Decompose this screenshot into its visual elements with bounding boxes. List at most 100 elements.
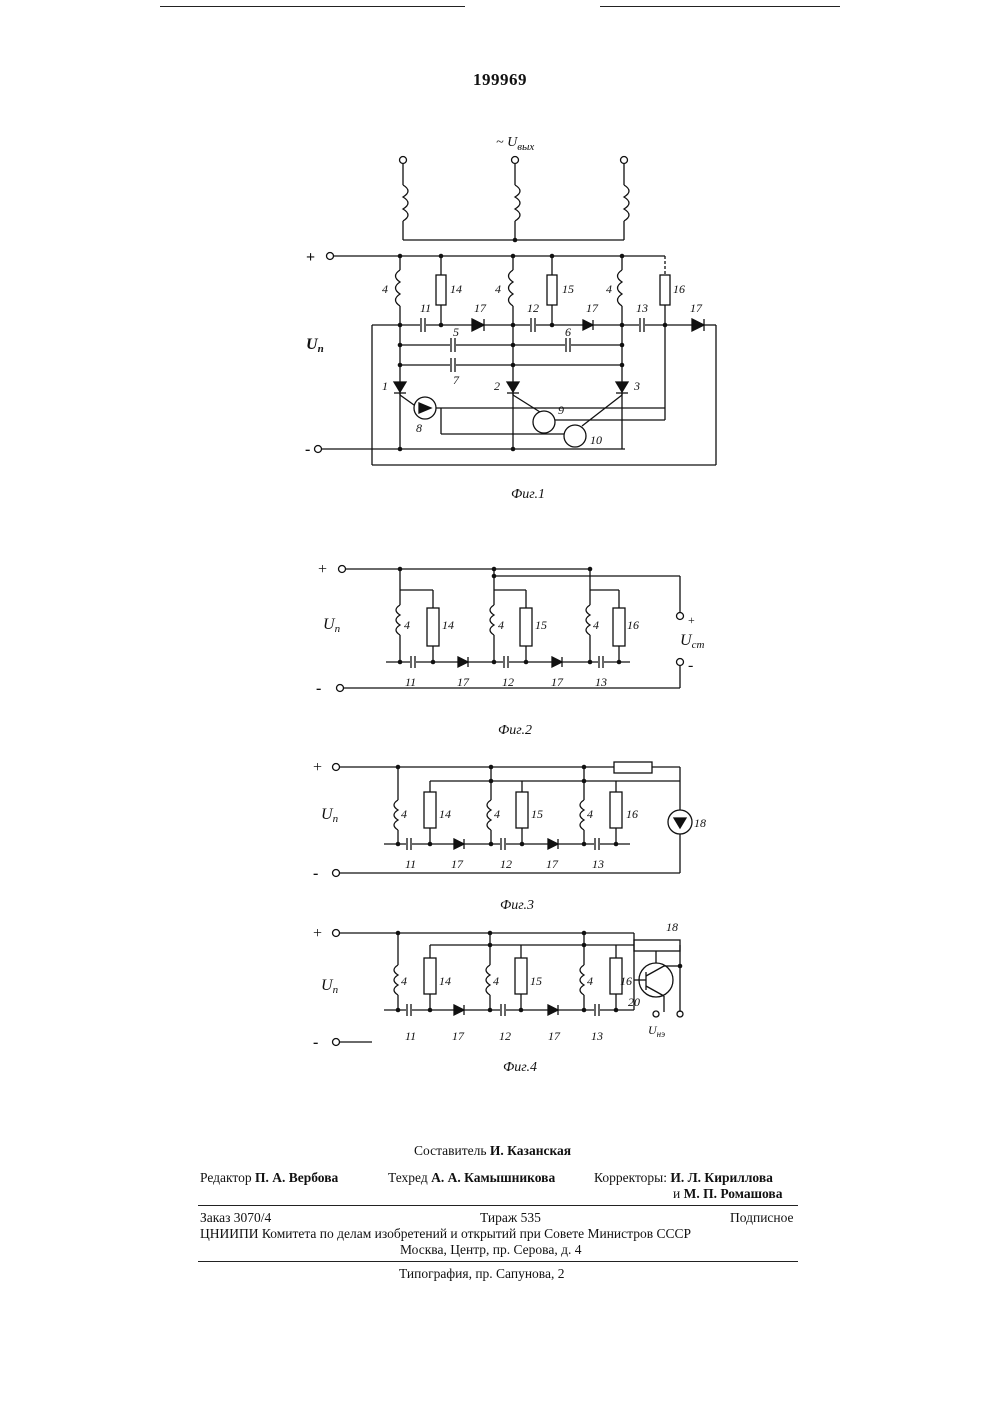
figure-2-schematic: + - + - Uп Uст 4 14 4 15 4 16 11 17 12 1… (316, 561, 704, 738)
fig3-label: 17 (451, 857, 464, 871)
fig2-label: 17 (551, 675, 564, 689)
fig1-label: 16 (673, 282, 685, 296)
fig2-out-plus: + (688, 613, 695, 627)
fig2-label: 11 (405, 675, 416, 689)
fig3-plus: + (313, 759, 322, 776)
fig2-label: 4 (498, 618, 504, 632)
diodes-and-tubes (394, 382, 665, 449)
order-number: Заказ 3070/4 (200, 1210, 271, 1226)
fig4-label: 16 (620, 974, 632, 988)
fig4-plus: + (313, 925, 322, 942)
fig1-output-label: ~ Uвых (496, 135, 534, 153)
fig2-label: 13 (595, 675, 607, 689)
fig2-label: 14 (442, 618, 454, 632)
printer-line: Типография, пр. Сапунова, 2 (399, 1266, 565, 1282)
fig4-out-label: Uнэ (648, 1023, 665, 1039)
fig4-caption: Фиг.4 (503, 1060, 537, 1075)
fig3-label: 12 (500, 857, 512, 871)
fig3-label: 14 (439, 807, 451, 821)
fig3-label: 17 (546, 857, 559, 871)
footer-rule-1 (198, 1205, 798, 1206)
resistors (436, 256, 670, 420)
org-line-1: ЦНИИПИ Комитета по делам изобретений и о… (200, 1226, 800, 1242)
fig3-label: 15 (531, 807, 543, 821)
fig4-label: 11 (405, 1029, 416, 1043)
fig4-label: 13 (591, 1029, 603, 1043)
fig1-label: 17 (586, 301, 599, 315)
fig2-label: 15 (535, 618, 547, 632)
coupling-capacitors (400, 338, 622, 372)
fig1-label: 4 (606, 282, 612, 296)
fig3-caption: Фиг.3 (500, 898, 534, 913)
fig4-label: 12 (499, 1029, 511, 1043)
subscription: Подписное (730, 1210, 794, 1226)
techred-line: Техред А. А. Камышникова (388, 1170, 555, 1186)
fig3-label: 4 (494, 807, 500, 821)
fig1-label: 14 (450, 282, 462, 296)
fig4-label: 4 (493, 974, 499, 988)
fig2-label: 16 (627, 618, 639, 632)
fig2-label: 12 (502, 675, 514, 689)
fig1-supply-label: Uп (306, 336, 324, 355)
fig2-out-minus: - (688, 657, 693, 674)
fig2-supply-label: Uп (323, 616, 341, 635)
editor-line: Редактор П. А. Вербова (200, 1170, 338, 1186)
fig4-label: 17 (548, 1029, 561, 1043)
fig4-label: 4 (587, 974, 593, 988)
fig1-label: 5 (453, 325, 459, 339)
fig2-minus: - (316, 680, 321, 697)
circulation: Тираж 535 (480, 1210, 541, 1226)
fig1-label: 1 (382, 379, 388, 393)
fig1-label: 13 (636, 301, 648, 315)
fig1-label: 9 (558, 403, 564, 417)
fig2-label: 4 (404, 618, 410, 632)
footer-rule-2 (198, 1261, 798, 1262)
fig1-label: 15 (562, 282, 574, 296)
fig1-label: 2 (494, 379, 500, 393)
fig4-label: 15 (530, 974, 542, 988)
fig1-label: 7 (453, 373, 460, 387)
fig3-label: 4 (587, 807, 593, 821)
fig1-label: 6 (565, 325, 571, 339)
fig2-out-label: Uст (680, 632, 704, 651)
fig1-label: 8 (416, 421, 422, 435)
fig3-label: 11 (405, 857, 416, 871)
fig3-label: 16 (626, 807, 638, 821)
fig4-supply-label: Uп (321, 977, 339, 996)
fig2-label: 4 (593, 618, 599, 632)
fig3-minus: - (313, 865, 318, 882)
fig1-caption: Фиг.1 (511, 487, 545, 502)
fig4-label: 4 (401, 974, 407, 988)
corrector2-line: и М. П. Ромашова (673, 1186, 782, 1202)
compiler-line: Составитель И. Казанская (414, 1143, 571, 1159)
fig2-label: 17 (457, 675, 470, 689)
fig1-label: 4 (495, 282, 501, 296)
fig2-caption: Фиг.2 (498, 723, 532, 738)
output-coils (400, 157, 630, 241)
fig4-minus: - (313, 1034, 318, 1051)
fig1-label: 17 (474, 301, 487, 315)
fig1-label: 10 (590, 433, 602, 447)
fig1-plus: + (306, 249, 315, 266)
fig4-label: 14 (439, 974, 451, 988)
fig2-plus: + (318, 561, 327, 578)
fig3-label: 4 (401, 807, 407, 821)
fig1-minus: - (305, 441, 310, 458)
fig1-label: 17 (690, 301, 703, 315)
fig1-label: 3 (633, 379, 640, 393)
fig3-label: 18 (694, 816, 706, 830)
fig3-supply-label: Uп (321, 806, 339, 825)
fig4-label: 17 (452, 1029, 465, 1043)
fig1-label: 4 (382, 282, 388, 296)
fig4-label: 20 (628, 995, 640, 1009)
supply-rails (315, 253, 666, 453)
fig1-label: 12 (527, 301, 539, 315)
figure-3-schematic: + - Uп 4 14 4 15 4 16 18 11 17 12 17 13 … (313, 759, 706, 913)
fig1-label: 11 (420, 301, 431, 315)
figure-4-schematic: + - Uп 4 14 4 15 4 16 18 20 11 17 12 17 … (313, 920, 683, 1075)
fig4-label: 18 (666, 920, 678, 934)
org-line-2: Москва, Центр, пр. Серова, д. 4 (400, 1242, 581, 1258)
correctors-line: Корректоры: И. Л. Кириллова (594, 1170, 773, 1186)
fig3-label: 13 (592, 857, 604, 871)
